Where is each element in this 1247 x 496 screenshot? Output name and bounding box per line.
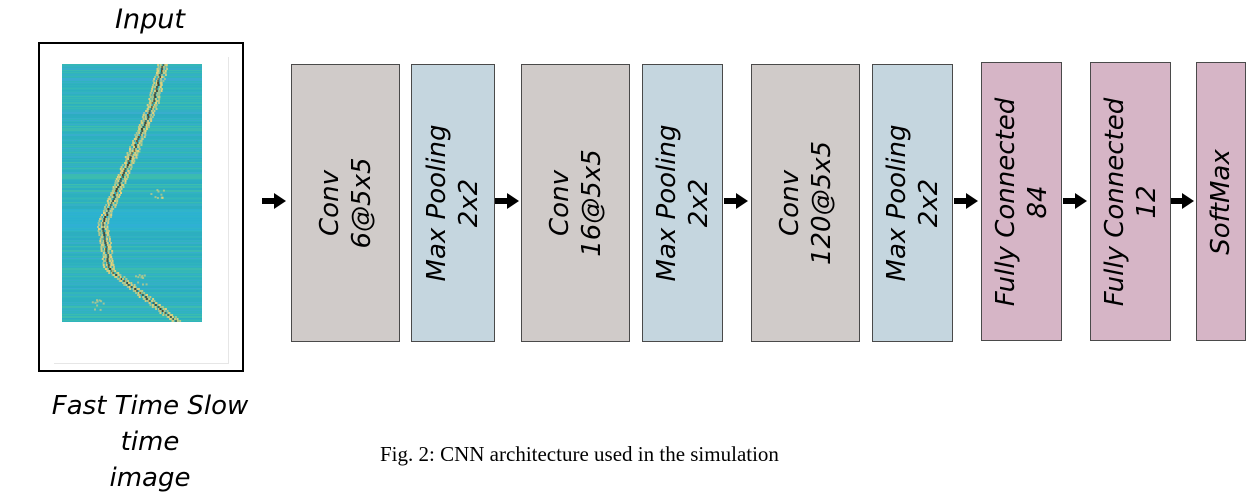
layer-pool1-params: 2x2 (454, 178, 484, 228)
layer-fc2-title: Fully Connected (1099, 97, 1130, 306)
layer-conv1-params: 6@5x5 (346, 157, 377, 249)
spectrogram-image (62, 64, 202, 322)
input-caption-line2: image (109, 463, 191, 493)
layer-pool3-title: Max Pooling (881, 124, 912, 282)
layer-conv3-params: 120@5x5 (806, 140, 837, 266)
layer-fc1-params: 84 (1022, 184, 1053, 219)
figure-caption: Fig. 2: CNN architecture used in the sim… (380, 442, 779, 466)
layer-softmax-title: SoftMax (1206, 148, 1236, 255)
arrow-icon (495, 193, 519, 209)
arrow-icon (724, 193, 748, 209)
arrow-icon (1171, 193, 1194, 209)
arrow-icon (954, 193, 978, 209)
input-label: Input (115, 4, 185, 35)
layer-conv2-params: 16@5x5 (576, 149, 607, 257)
layer-softmax: SoftMax (1196, 62, 1246, 341)
layer-fc2-params: 12 (1131, 184, 1162, 219)
layer-fc1-title: Fully Connected (990, 97, 1021, 306)
arrow-icon (1063, 193, 1087, 209)
layer-pool2-title: Max Pooling (651, 124, 682, 282)
arrow-icon (262, 193, 286, 209)
layer-pool3-params: 2x2 (913, 178, 944, 228)
layer-pool2-params: 2x2 (683, 178, 714, 228)
layer-conv1-title: Conv (314, 170, 345, 236)
input-image-frame (38, 42, 244, 372)
input-caption-line1: Fast Time Slow time (51, 391, 249, 457)
layer-conv3-title: Conv (774, 170, 805, 236)
input-caption: Fast Time Slow time image (20, 388, 280, 496)
layer-conv2-title: Conv (544, 170, 575, 236)
layer-pool1-title: Max Pooling (422, 124, 452, 282)
